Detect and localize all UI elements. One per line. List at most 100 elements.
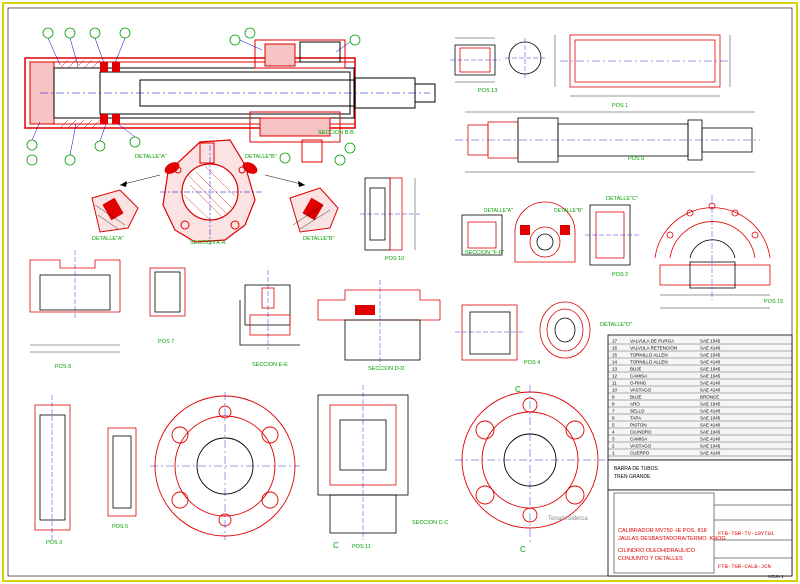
pos4-label: POS 4 (524, 360, 540, 366)
bom-pos: 15 (612, 353, 618, 358)
seccion-ff-label: SECCION "F-F" (465, 250, 504, 256)
bom-table: 1 7 VALVULA DE PURGA SAE 1045 16 VALVULA RETE… (608, 339, 792, 457)
bom-material: SAE 1045 (700, 416, 721, 421)
pos1-label: POS 1 (612, 103, 628, 109)
bom-pos: 9 (612, 395, 615, 400)
item-balloons (26, 27, 361, 166)
detalle-ff-a: DETALLE"A" (484, 208, 513, 214)
seccion-cc-label: SECCION C-C (412, 520, 448, 526)
section-aa-view (160, 139, 262, 245)
drawing-code-2: FTB-TGR-CALB-JCN (718, 563, 771, 570)
pos4-part (455, 304, 525, 361)
bom-material: SAE 1045 (700, 402, 721, 407)
bom-desc: VALVULA DE PURGA (630, 339, 674, 344)
bom-desc: TORNILLO ALLEN (630, 353, 668, 358)
bom-pos: 16 (612, 346, 618, 351)
title-line1: CALIBRADOR MV750 -IE POS. 818 (618, 528, 707, 534)
detail-d-view (539, 301, 591, 359)
bom-material: SAE 4140 (700, 346, 721, 351)
bom-pos: 1 (612, 451, 615, 456)
sheet-number: HOJA 1 (768, 574, 784, 579)
pos10-label: POS 10 (385, 256, 404, 262)
detalle-d-label: DETALLE"D" (600, 322, 632, 328)
bom-material: SAE 4140 (700, 437, 721, 442)
bom-desc: VASTAGO (630, 444, 652, 449)
tenaris-logo: TenarisSiderca (548, 516, 588, 522)
seccion-ee-label: SECCION E-E (252, 362, 288, 368)
detail-c-view (585, 204, 640, 266)
bom-desc: BUJE (630, 367, 642, 372)
title-line3: CILINDRO OLEOHIDRAULICO (618, 548, 696, 554)
pos8-part (455, 111, 760, 173)
detail-a-view (91, 174, 161, 233)
section-markers: C C C (333, 385, 526, 554)
bom-desc: BUJE (630, 395, 642, 400)
pos6-part (29, 250, 121, 353)
title-block (607, 334, 793, 577)
pos3-label: POS 3 (46, 540, 62, 546)
seccion-aa-label: SECCION A-A (190, 240, 226, 246)
title-line2: JAULAS DESBASTADORA/TERMO. KROG (618, 536, 726, 542)
bom-desc: CUERPO (630, 451, 650, 456)
title-line4: CONJUNTO Y DETALLES (618, 556, 683, 562)
seccion-dd-label: SECCION D-D (368, 366, 404, 372)
bom-desc: PISTON (630, 423, 647, 428)
cylinder-assembly (24, 39, 436, 163)
detalle-ff-b: DETALLE"B" (554, 208, 583, 214)
bom-material: SAE 4140 (700, 388, 721, 393)
bom-material: SAE 4140 (700, 409, 721, 414)
bom-desc: CILINDRO (630, 430, 652, 435)
bom-desc: TAPA (630, 416, 641, 421)
pos3-part (34, 395, 71, 540)
bom-desc: CAMISA (630, 437, 647, 442)
svg-text:C: C (520, 545, 526, 554)
detalle-a-bottom-label: DETALLE"A" (92, 236, 124, 242)
section-ff-view (461, 201, 576, 263)
detail-b-view (264, 174, 339, 233)
bottom-flange-left (150, 392, 300, 540)
bom-desc: CAMISA (630, 374, 647, 379)
sheet-inner-frame (7, 7, 793, 577)
bom-desc: VASTAGO (630, 388, 652, 393)
detalle-c-label: DETALLE"C" (606, 196, 638, 202)
pos7-label: POS 7 (158, 339, 174, 345)
bom-material: BRONCE (700, 395, 719, 400)
pos11-label: POS 11 (352, 544, 371, 550)
bom-material: SAE 1045 (700, 339, 721, 344)
pos7-part (149, 267, 186, 317)
bom-material: SAE 1045 (700, 353, 721, 358)
bom-pos: 6 (612, 416, 615, 421)
pos1-part (554, 34, 731, 97)
detalle-b-label: DETALLE"B" (303, 236, 335, 242)
bom-pos: 14 (612, 360, 618, 365)
pos6-label: POS 6 (55, 364, 71, 370)
pos10-part (360, 177, 420, 251)
pos13-part (450, 37, 545, 83)
title-header2: TREN GRANDE (614, 474, 651, 480)
bom-pos: 5 (612, 423, 615, 428)
pos13-label: POS 13 (478, 88, 497, 94)
bom-material: SAE 1045 (700, 430, 721, 435)
section-dd-view (317, 280, 441, 365)
pos8-label: POS 8 (628, 156, 644, 162)
bom-material: SAE 1045 (700, 367, 721, 372)
bom-desc: VALVULA RETENCION (630, 346, 677, 351)
svg-text:C: C (333, 541, 339, 550)
bom-desc: O-RING (630, 381, 647, 386)
section-cc-view (317, 385, 409, 540)
svg-text:C: C (515, 385, 521, 394)
detalle-a-label: DETALLE"A" (135, 154, 167, 160)
bom-desc: ARO (630, 402, 640, 407)
bom-pos: 7 (612, 409, 615, 414)
detalle-b-tag: DETALLE"B" (245, 154, 277, 160)
bom-material: SAE 1045 (700, 444, 721, 449)
pos15-label: POS 15 (764, 299, 783, 305)
bom-pos: 2 (612, 444, 615, 449)
bottom-flange-right (455, 385, 605, 545)
seccion-bb-label: SECCION B-B (318, 130, 354, 136)
bom-pos: 13 (612, 367, 618, 372)
bom-material: SAE 1045 (700, 374, 721, 379)
bom-pos: 11 (612, 381, 617, 386)
bom-pos: 4 (612, 430, 615, 435)
